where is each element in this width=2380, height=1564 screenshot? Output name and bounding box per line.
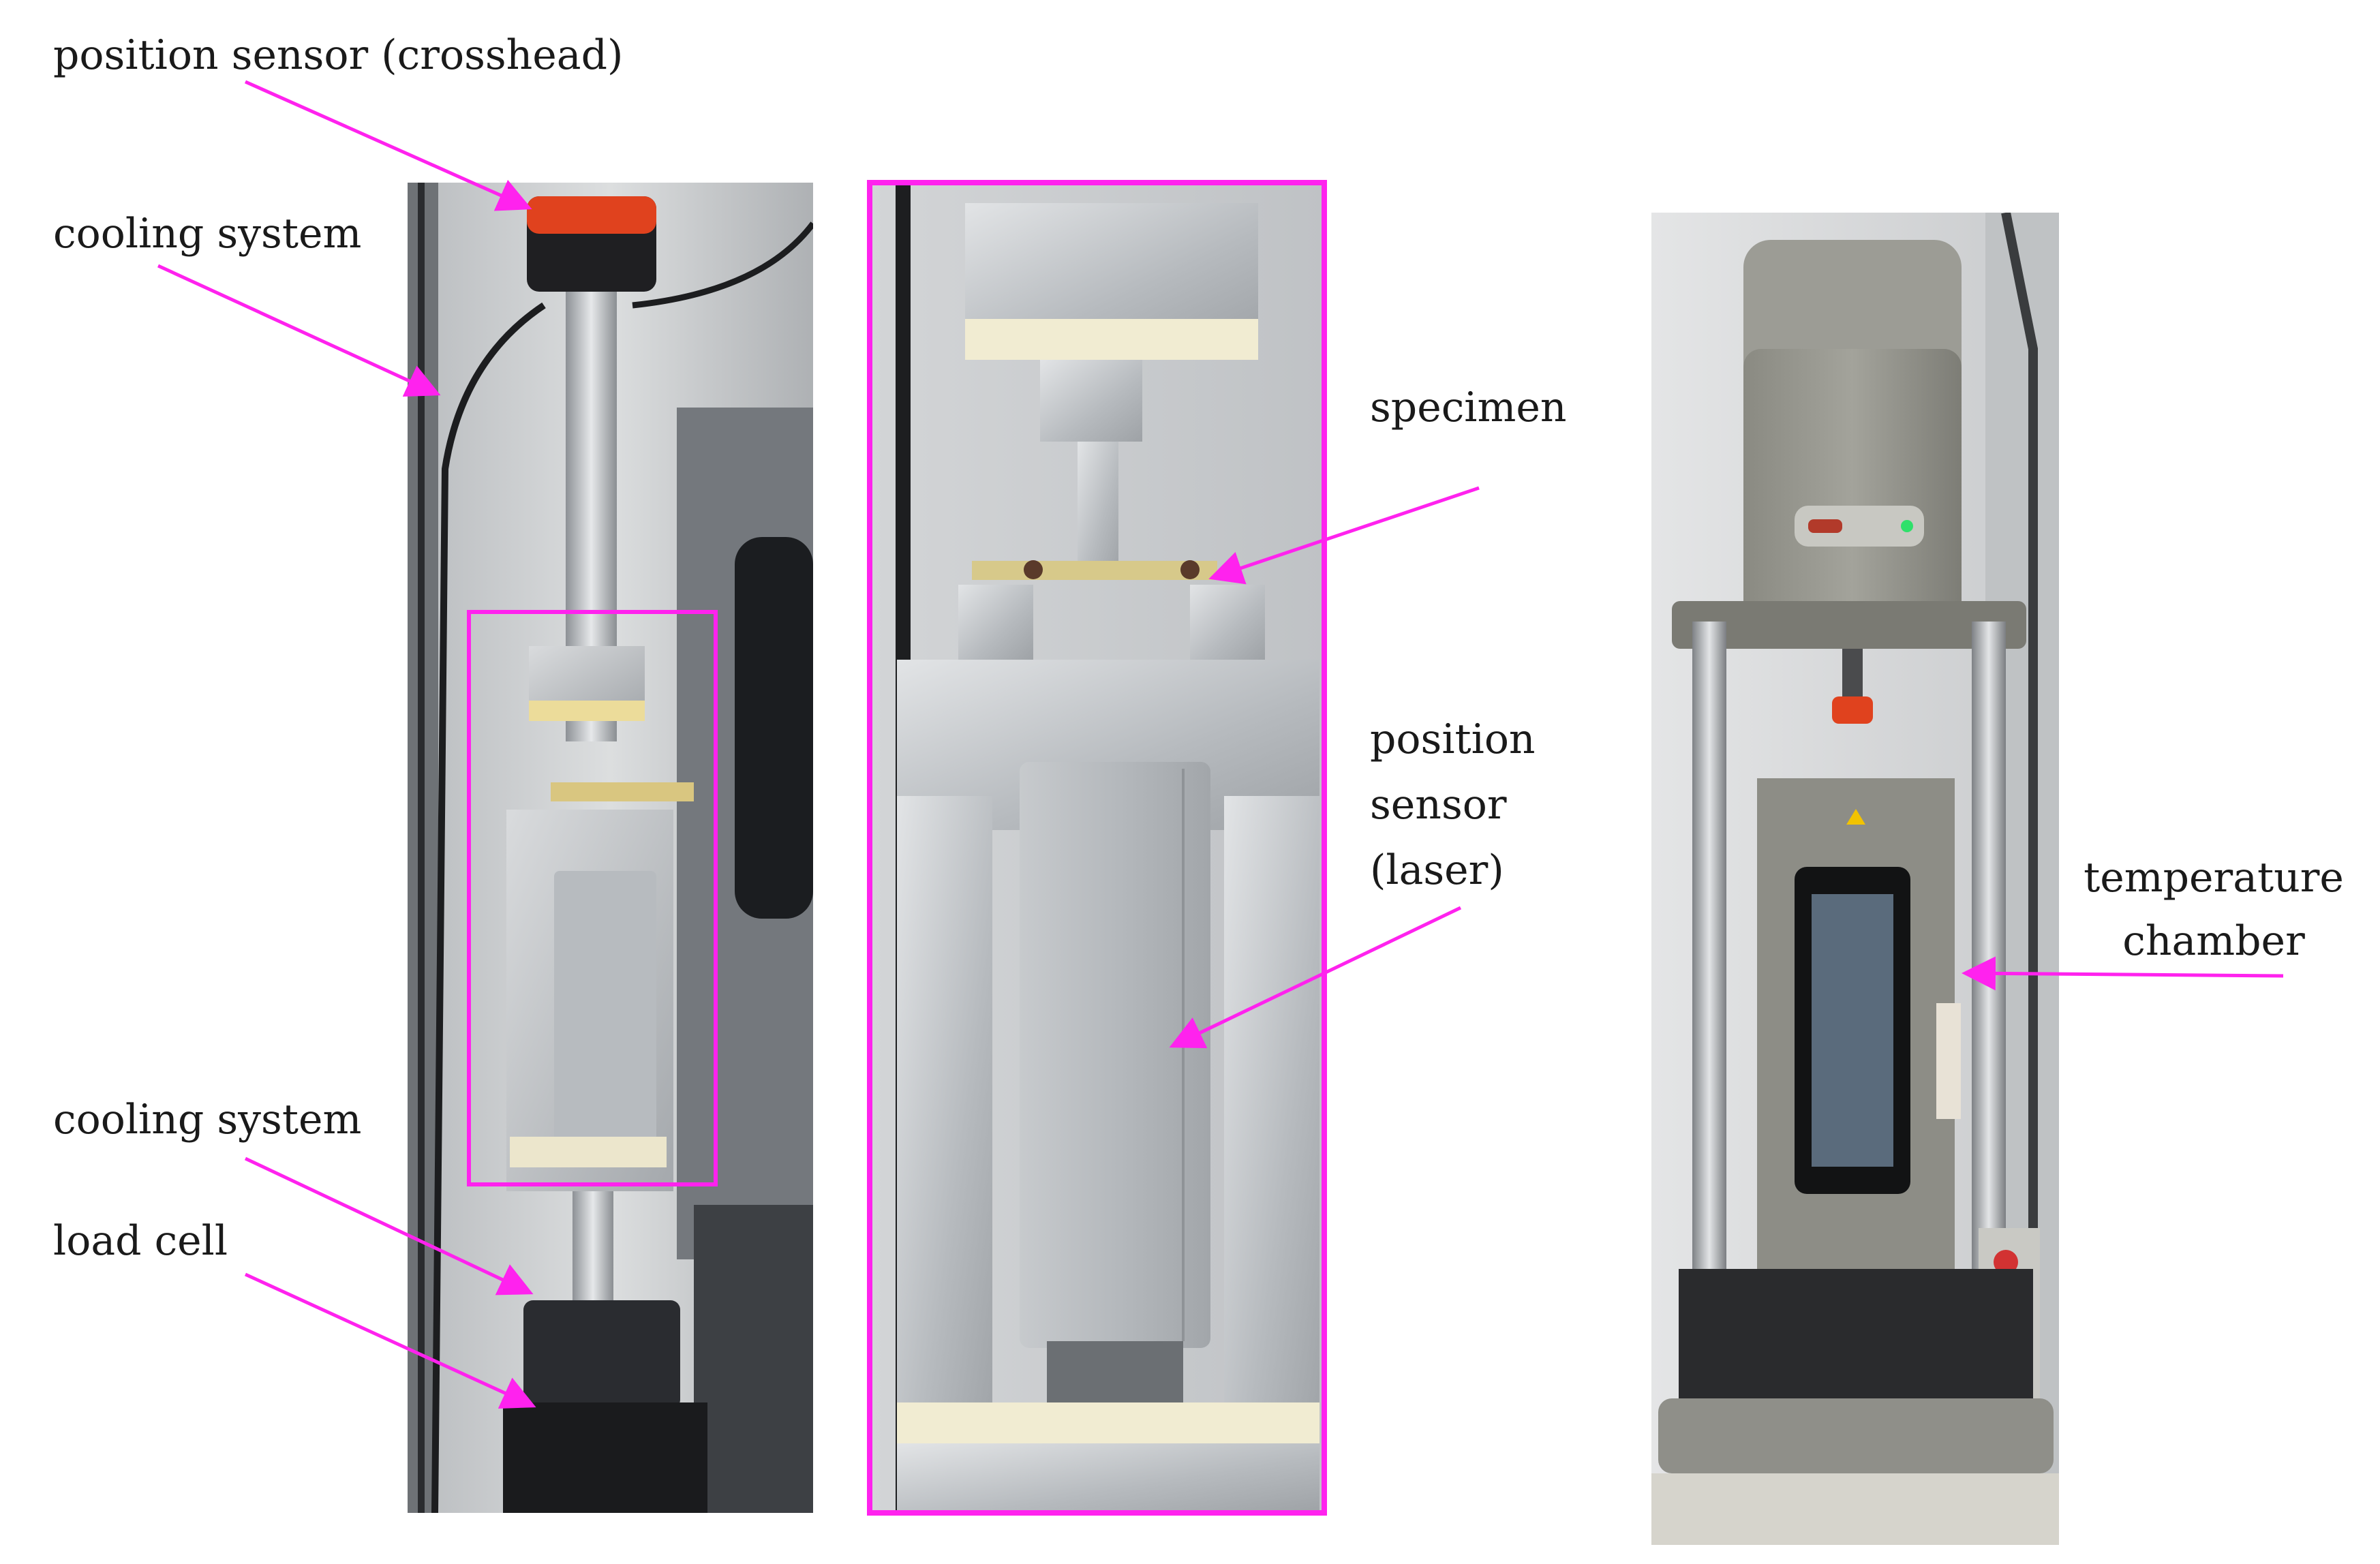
photo-middle-fixture	[870, 183, 1324, 1513]
photo-right-chamber	[1651, 213, 2059, 1545]
photo-middle-drawing	[870, 183, 1324, 1513]
photo-left-machine	[408, 183, 813, 1513]
photo-left-drawing	[408, 183, 813, 1513]
label-temperature-chamber-line1: temperature	[2084, 854, 2344, 902]
label-position-sensor-laser-line1: position	[1370, 716, 1536, 763]
label-specimen: specimen	[1370, 384, 1567, 431]
label-position-sensor-laser-line3: (laser)	[1370, 846, 1504, 894]
label-load-cell: load cell	[53, 1217, 228, 1265]
label-position-sensor-laser-line2: sensor	[1370, 781, 1507, 829]
label-cooling-system-top: cooling system	[53, 210, 362, 258]
label-temperature-chamber-line2: chamber	[2122, 917, 2305, 965]
magenta-arrow-icon	[157, 264, 441, 397]
photo-right-drawing	[1651, 213, 2059, 1545]
label-position-sensor-crosshead: position sensor (crosshead)	[53, 31, 624, 79]
label-cooling-system-bottom: cooling system	[53, 1096, 362, 1144]
